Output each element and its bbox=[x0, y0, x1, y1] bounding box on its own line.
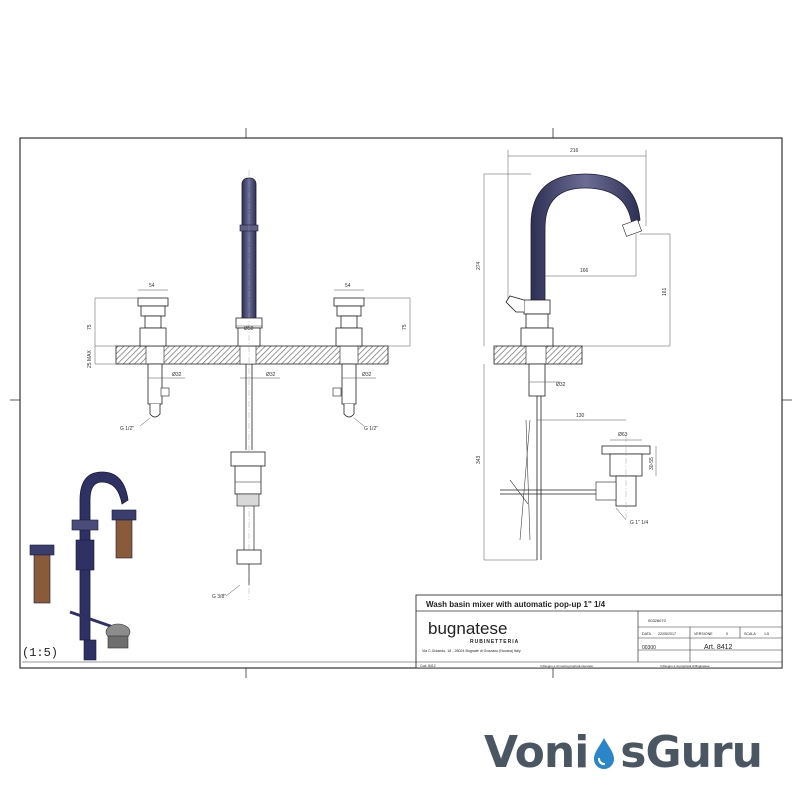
footer-note-left: Il disegno è di nostra proprietà riserva… bbox=[540, 664, 593, 668]
small-code: Cod. 8412 bbox=[420, 664, 436, 668]
dim-width-right: 54 bbox=[345, 283, 351, 289]
title-block bbox=[415, 594, 783, 669]
water-drop-icon bbox=[588, 732, 620, 772]
dim-max-thickness: 25 MAX bbox=[87, 350, 93, 368]
dim-spout-height: 161 bbox=[662, 287, 668, 296]
company-address: Via C.Golando, 18 - 28024 Bugnate di Goz… bbox=[422, 649, 521, 653]
left-handle-front bbox=[137, 297, 170, 418]
thread-popup: G 1" 1/4 bbox=[630, 520, 648, 526]
dim-width-left: 54 bbox=[149, 283, 155, 289]
color-code: 00300 bbox=[642, 645, 656, 651]
side-dimensions bbox=[483, 150, 671, 561]
right-handle-front bbox=[332, 297, 365, 418]
dim-side-base: Ø32 bbox=[556, 382, 566, 388]
date-label: DATA bbox=[642, 632, 652, 636]
thread-bottom: G 3/8" bbox=[212, 594, 226, 600]
brand-subtitle: RUBINETTERIA bbox=[470, 639, 519, 645]
side-view: 216 274 166 161 Ø32 343 130 Ø63 30-55 G … bbox=[476, 148, 671, 561]
dim-depth: 343 bbox=[476, 455, 482, 464]
dim-reach: 166 bbox=[580, 268, 589, 274]
spout-front bbox=[230, 170, 266, 600]
scale-label: (1:5) bbox=[22, 646, 58, 660]
brand-logo: bugnatese bbox=[428, 619, 507, 638]
popup-waste bbox=[595, 436, 651, 520]
dim-left-hole: Ø32 bbox=[172, 372, 182, 378]
scale-field-value: 1:5 bbox=[764, 632, 769, 636]
dim-popup-diameter: Ø63 bbox=[618, 432, 628, 438]
dim-height-left: 75 bbox=[87, 324, 93, 330]
scale-field-label: SCALA bbox=[744, 632, 756, 636]
watermark-text-left: Voni bbox=[484, 726, 589, 778]
thread-left: G 1/2" bbox=[120, 426, 134, 432]
tap-render-3d bbox=[29, 471, 137, 661]
version-label: VERSIONE bbox=[694, 632, 713, 636]
front-view: 54 54 75 75 25 MAX Ø50 Ø32 Ø32 Ø32 G 1/2… bbox=[87, 170, 411, 600]
watermark-text-right: sGuru bbox=[620, 726, 763, 778]
dim-side-height: 274 bbox=[476, 261, 482, 270]
dim-popup-offset: 130 bbox=[576, 413, 585, 419]
title-block-title: Wash basin mixer with automatic pop-up 1… bbox=[426, 600, 606, 609]
gooseneck-spout bbox=[530, 173, 641, 301]
article-number: Art. 8412 bbox=[704, 644, 733, 651]
front-dimensions bbox=[94, 289, 411, 597]
thread-right: G 1/2" bbox=[364, 426, 378, 432]
dim-height-right: 75 bbox=[402, 324, 408, 330]
dim-mid-hole: Ø32 bbox=[266, 372, 276, 378]
dim-spout-diameter: Ø50 bbox=[244, 326, 254, 332]
footer-note-right: Il disegno è di proprietà di Bugnatese bbox=[660, 664, 710, 668]
date-value: 22/05/2017 bbox=[658, 632, 676, 636]
version-value: 0 bbox=[726, 632, 728, 636]
dim-popup-height: 30-55 bbox=[649, 457, 655, 470]
watermark-logo: Voni sGuru bbox=[484, 724, 784, 780]
dim-side-width: 216 bbox=[570, 148, 579, 154]
dim-right-hole: Ø32 bbox=[362, 372, 372, 378]
drawing-code: 00326070 bbox=[648, 618, 667, 623]
